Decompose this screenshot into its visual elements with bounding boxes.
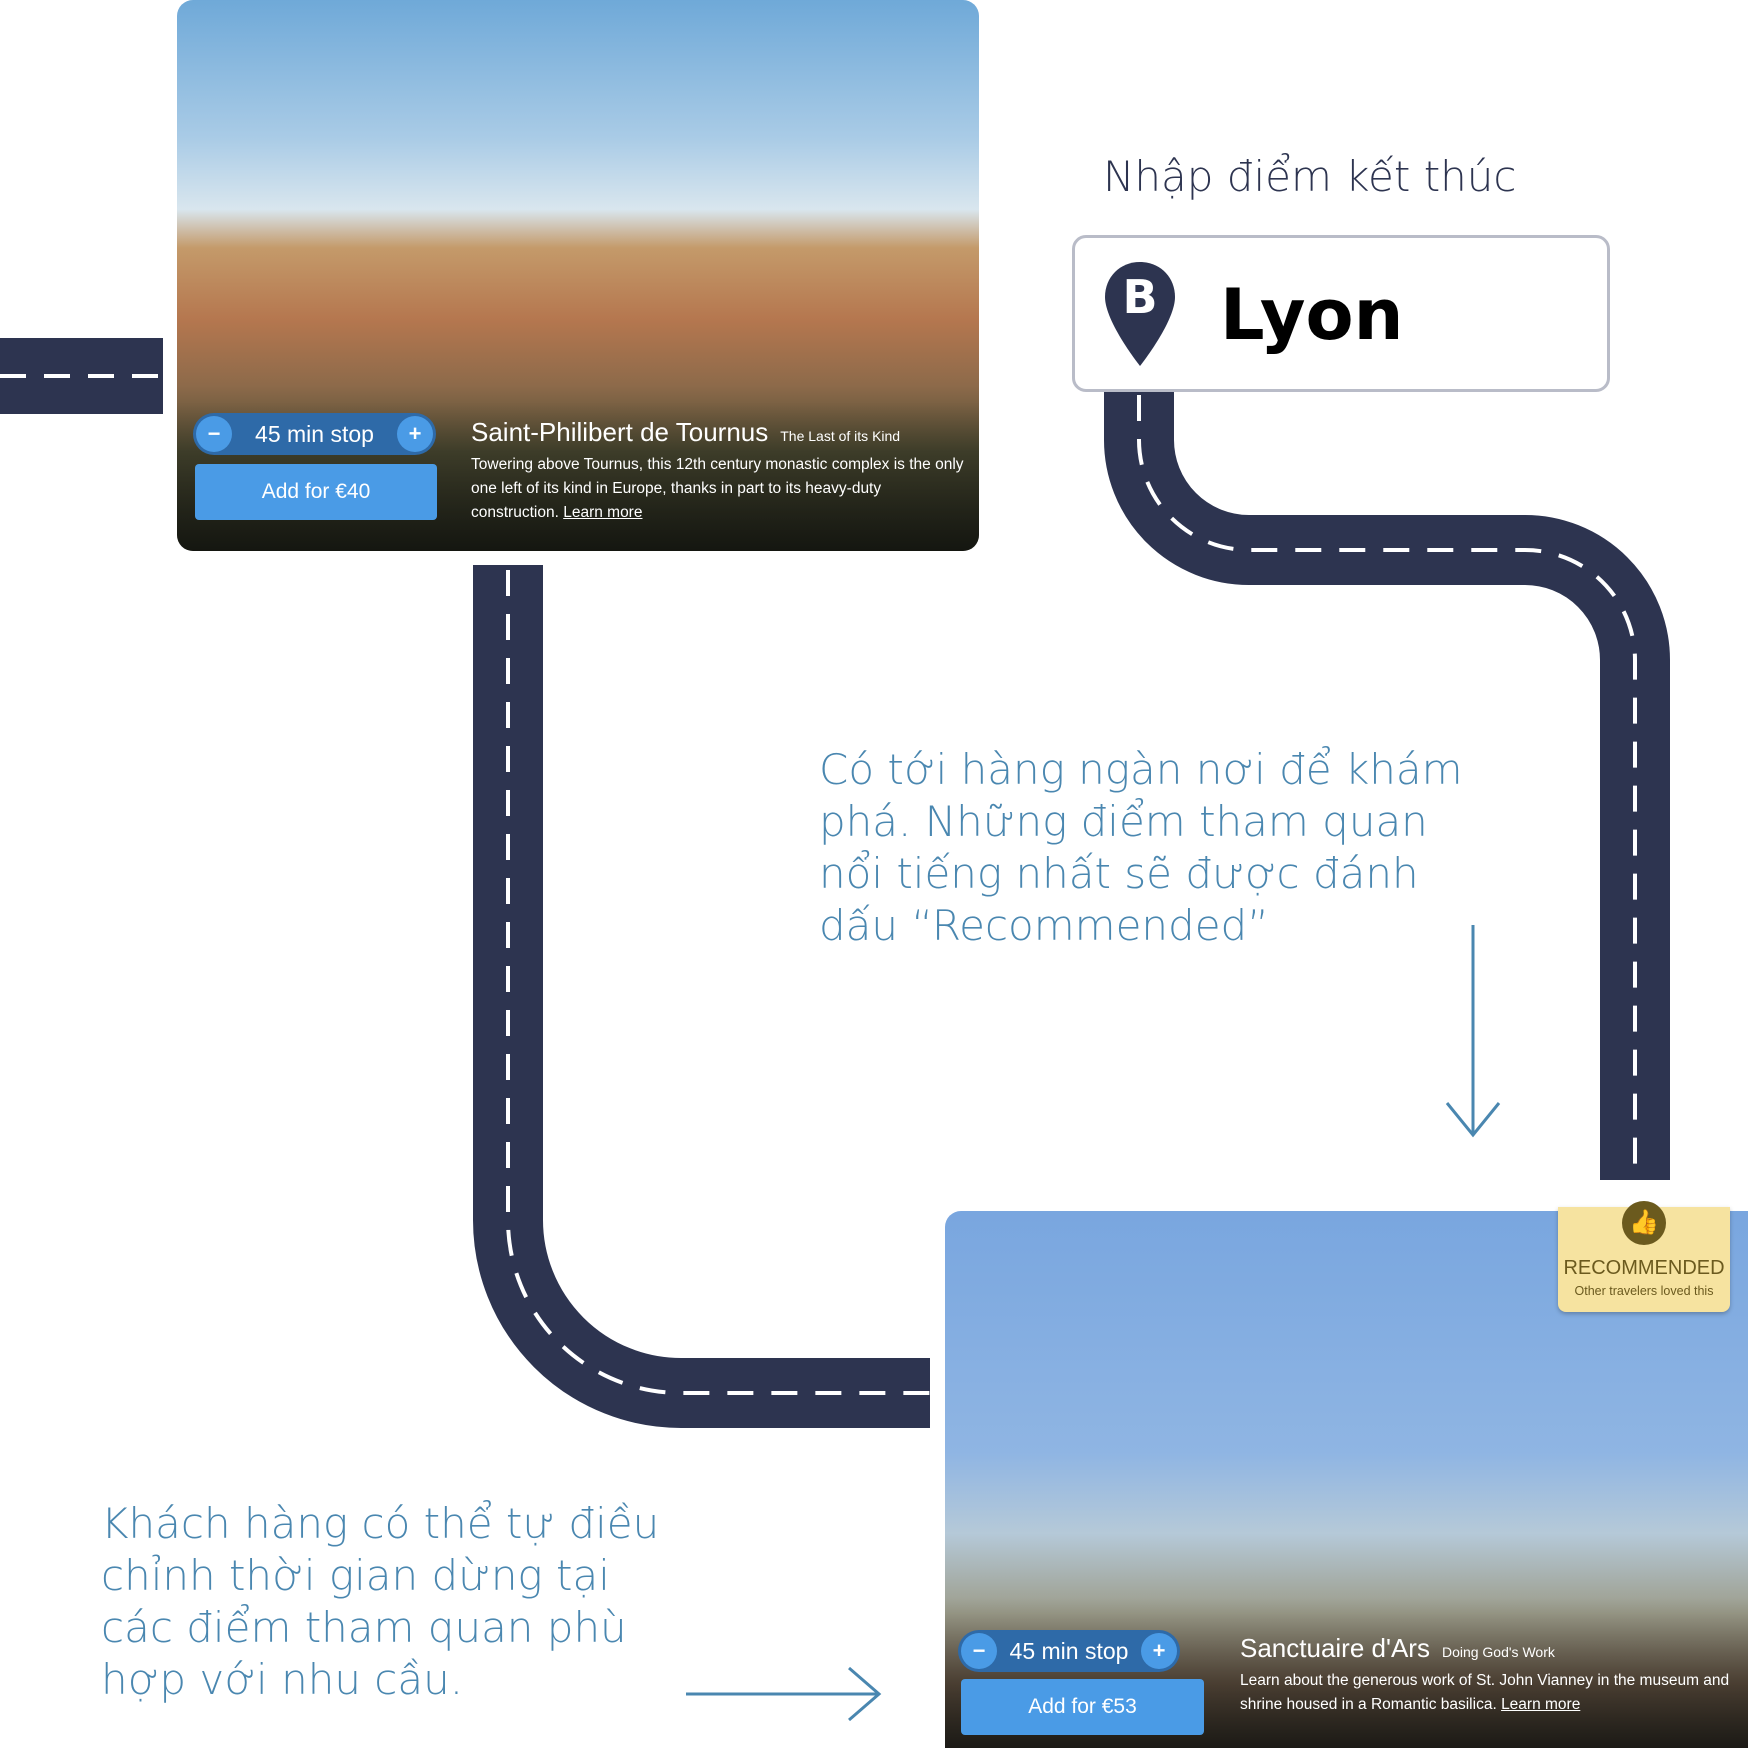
recommended-caption: Có tới hàng ngàn nơi để khám phá. Những … [819, 745, 1463, 950]
stop-duration: 45 min stop [255, 420, 374, 447]
road-left-stub [0, 338, 163, 414]
card-title: Sanctuaire d'Ars Doing God's Work [1240, 1633, 1555, 1664]
card-title: Saint-Philibert de Tournus The Last of it… [471, 417, 900, 448]
card-subtitle: Doing God's Work [1441, 1644, 1555, 1660]
road-right [1104, 392, 1670, 1180]
map-pin-icon: B [1105, 262, 1175, 366]
description-text: Towering above Tournus, this 12th centur… [471, 456, 964, 521]
arrow-right-icon [686, 1666, 882, 1722]
stop-duration-stepper[interactable]: − 45 min stop + [958, 1630, 1180, 1672]
plus-icon[interactable]: + [1141, 1633, 1177, 1669]
stop-duration: 45 min stop [1009, 1637, 1129, 1664]
add-button[interactable]: Add for €40 [195, 464, 437, 520]
arrow-down-icon [1445, 925, 1501, 1138]
card-description: Towering above Tournus, this 12th centur… [471, 453, 971, 525]
learn-more-link[interactable]: Learn more [563, 504, 643, 521]
end-point-label: Nhập điểm kết thúc [1103, 152, 1517, 201]
road-center [473, 565, 930, 1428]
card-subtitle: The Last of its Kind [780, 428, 901, 444]
badge-subtitle: Other travelers loved this [1574, 1284, 1714, 1298]
thumbs-up-icon: 👍 [1622, 1201, 1666, 1245]
attraction-card-tournus[interactable]: − 45 min stop + Add for €40 Saint-Philib… [177, 0, 979, 551]
minus-icon[interactable]: − [196, 416, 232, 452]
description-text: Learn about the generous work of St. Joh… [1240, 1672, 1730, 1713]
add-button[interactable]: Add for €53 [961, 1679, 1204, 1735]
attraction-card-ars[interactable]: − 45 min stop + Add for €53 Sanctuaire d… [945, 1211, 1748, 1748]
pin-letter: B [1122, 270, 1157, 324]
plus-icon[interactable]: + [397, 416, 433, 452]
stop-duration-stepper[interactable]: − 45 min stop + [193, 413, 436, 455]
title-text: Sanctuaire d'Ars [1240, 1633, 1430, 1663]
adjust-caption: Khách hàng có thể tự điều chỉnh thời gia… [101, 1499, 660, 1704]
card-description: Learn about the generous work of St. Joh… [1240, 1669, 1735, 1717]
end-point-value: Lyon [1220, 274, 1404, 356]
end-point-input[interactable]: B Lyon [1072, 235, 1610, 392]
recommended-badge: 👍 RECOMMENDED Other travelers loved this [1558, 1201, 1730, 1312]
minus-icon[interactable]: − [961, 1633, 997, 1669]
badge-title: RECOMMENDED [1563, 1257, 1725, 1279]
learn-more-link[interactable]: Learn more [1501, 1696, 1581, 1713]
title-text: Saint-Philibert de Tournus [471, 417, 769, 447]
